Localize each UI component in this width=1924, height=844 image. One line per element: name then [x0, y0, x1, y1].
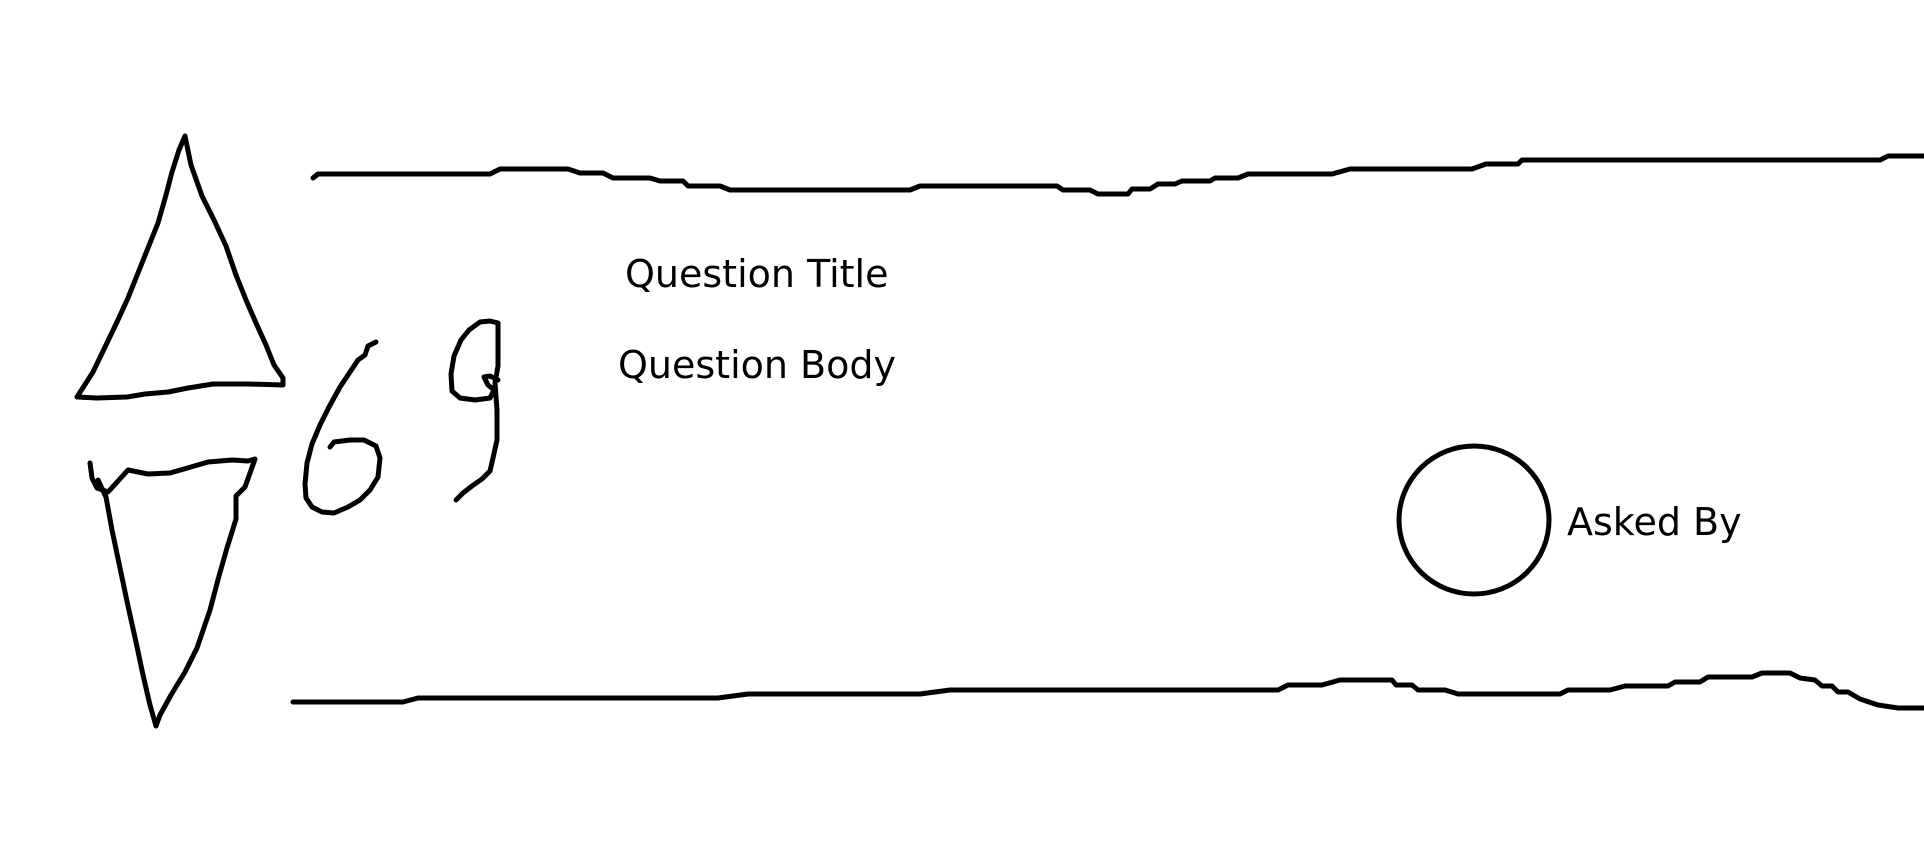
avatar-circle-icon[interactable]	[1396, 443, 1552, 597]
downvote-triangle-icon[interactable]	[87, 456, 258, 729]
card-top-border	[310, 153, 1924, 197]
vote-control	[74, 133, 501, 729]
card-bottom-border	[290, 670, 1924, 711]
question-body[interactable]: Question Body	[618, 343, 896, 387]
score-digit-9	[448, 318, 501, 503]
vote-score	[302, 318, 501, 516]
question-title[interactable]: Question Title	[625, 252, 889, 296]
upvote-triangle-icon[interactable]	[74, 133, 286, 401]
score-digit-6	[302, 339, 383, 516]
asked-by-label: Asked By	[1567, 500, 1742, 544]
